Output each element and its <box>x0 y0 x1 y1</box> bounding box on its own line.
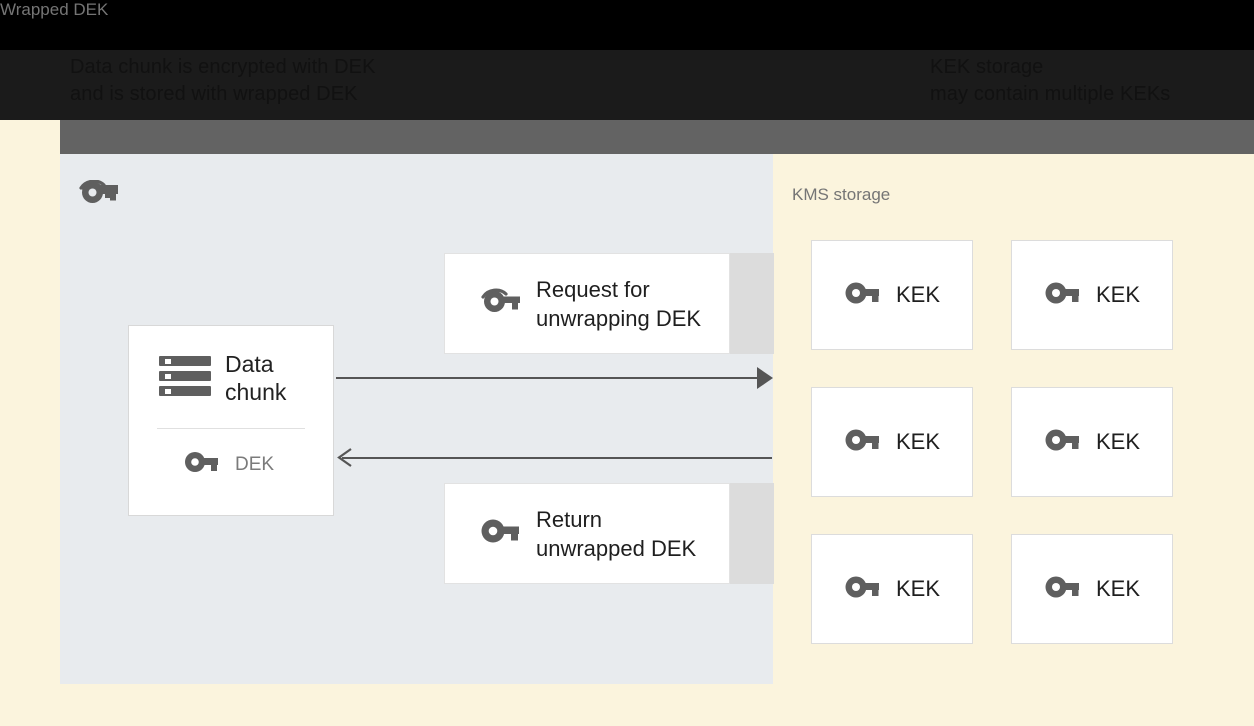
data-chunk-divider <box>157 428 305 429</box>
request-arrowhead-icon <box>757 367 773 389</box>
key-icon <box>480 518 522 549</box>
wrapped-dek-title: Wrapped DEK <box>0 0 109 19</box>
wrapped-key-icon <box>480 286 522 322</box>
dek-label: DEK <box>235 453 275 475</box>
kek-box[interactable]: KEK <box>811 240 973 350</box>
kek-label: KEK <box>895 282 941 307</box>
return-message-box[interactable]: Return unwrapped DEK <box>444 483 774 584</box>
kek-label: KEK <box>1095 282 1141 307</box>
kek-box[interactable]: KEK <box>811 387 973 497</box>
kek-label: KEK <box>895 429 941 454</box>
return-arrowhead-icon <box>337 448 352 467</box>
kek-label: KEK <box>895 576 941 601</box>
key-icon <box>844 428 882 457</box>
return-arrow <box>342 457 772 459</box>
kek-box[interactable]: KEK <box>1011 387 1173 497</box>
key-icon <box>844 281 882 310</box>
caption-left-text: Data chunk is encrypted with DEK and is … <box>70 56 376 105</box>
kek-box[interactable]: KEK <box>1011 240 1173 350</box>
key-icon <box>1044 281 1082 310</box>
header-gray-band <box>0 120 1254 154</box>
wrapped-key-icon <box>78 179 120 216</box>
request-message-text: Request for unwrapping DEK <box>536 276 702 331</box>
kek-grid: KEK KEK KEK <box>811 240 1173 644</box>
data-chunk-label: Data chunk <box>225 351 287 405</box>
return-message-text: Return unwrapped DEK <box>536 506 697 561</box>
request-arrow <box>336 377 764 379</box>
key-icon <box>1044 428 1082 457</box>
kek-label: KEK <box>1095 429 1141 454</box>
key-icon <box>1044 575 1082 604</box>
kek-box[interactable]: KEK <box>1011 534 1173 644</box>
key-icon <box>844 575 882 604</box>
caption-band <box>0 50 1254 120</box>
return-message-shadow <box>730 483 774 584</box>
key-icon <box>185 451 219 478</box>
request-message-box[interactable]: Request for unwrapping DEK <box>444 253 774 354</box>
kek-label: KEK <box>1095 576 1141 601</box>
kek-box[interactable]: KEK <box>811 534 973 644</box>
request-message-shadow <box>730 253 774 354</box>
kms-storage-title: KMS storage <box>792 185 891 204</box>
caption-right-text: KEK storage may contain multiple KEKs <box>930 56 1171 105</box>
header-gray-band-cutout <box>0 120 60 154</box>
header-black-bar <box>0 0 1254 50</box>
storage-chunk-icon <box>159 354 211 403</box>
data-chunk-card[interactable]: Data chunk DEK <box>128 325 334 516</box>
